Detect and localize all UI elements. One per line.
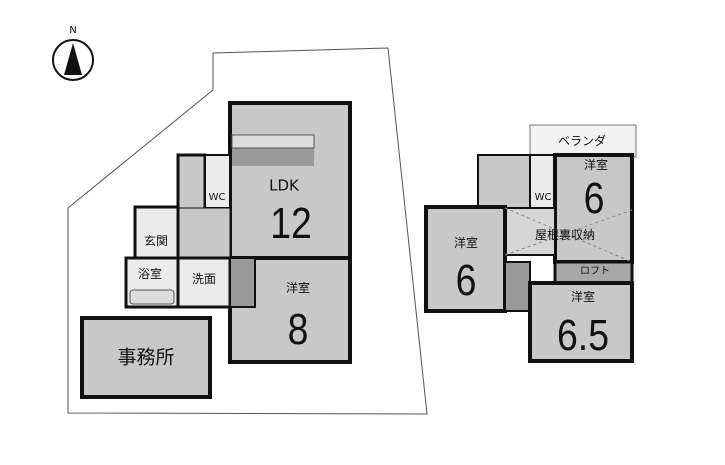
compass-label: N: [69, 25, 77, 36]
ldk-label: LDK: [269, 176, 299, 195]
western-room-8-label: 洋室: [285, 281, 311, 295]
room-top-right-size: 6: [583, 174, 605, 223]
loft-label: ロフト: [580, 266, 610, 277]
wc-1f-label: WC: [208, 192, 226, 203]
lot-boundary: [67, 47, 428, 415]
room-left-label: 洋室: [453, 236, 479, 250]
attic-storage-label: 屋根裏収納: [534, 228, 596, 242]
room-top-right-label: 洋室: [583, 158, 609, 172]
floor-1: [80, 101, 352, 399]
bathroom-label: 浴室: [137, 267, 163, 281]
entrance-label: 玄関: [143, 234, 169, 248]
room-bottom-size: 6.5: [557, 311, 609, 360]
veranda-label: ベランダ: [557, 134, 607, 148]
north-arrow-icon: [52, 39, 94, 81]
wc-2f-label: WC: [534, 192, 552, 203]
office-label: 事務所: [117, 346, 175, 369]
room-left-size: 6: [455, 256, 477, 305]
floor-2: [424, 124, 637, 363]
western-room-8-size: 8: [287, 305, 309, 354]
washroom-label: 洗面: [191, 272, 217, 286]
room-bottom-label: 洋室: [570, 290, 596, 304]
ldk-size: 12: [270, 199, 312, 248]
